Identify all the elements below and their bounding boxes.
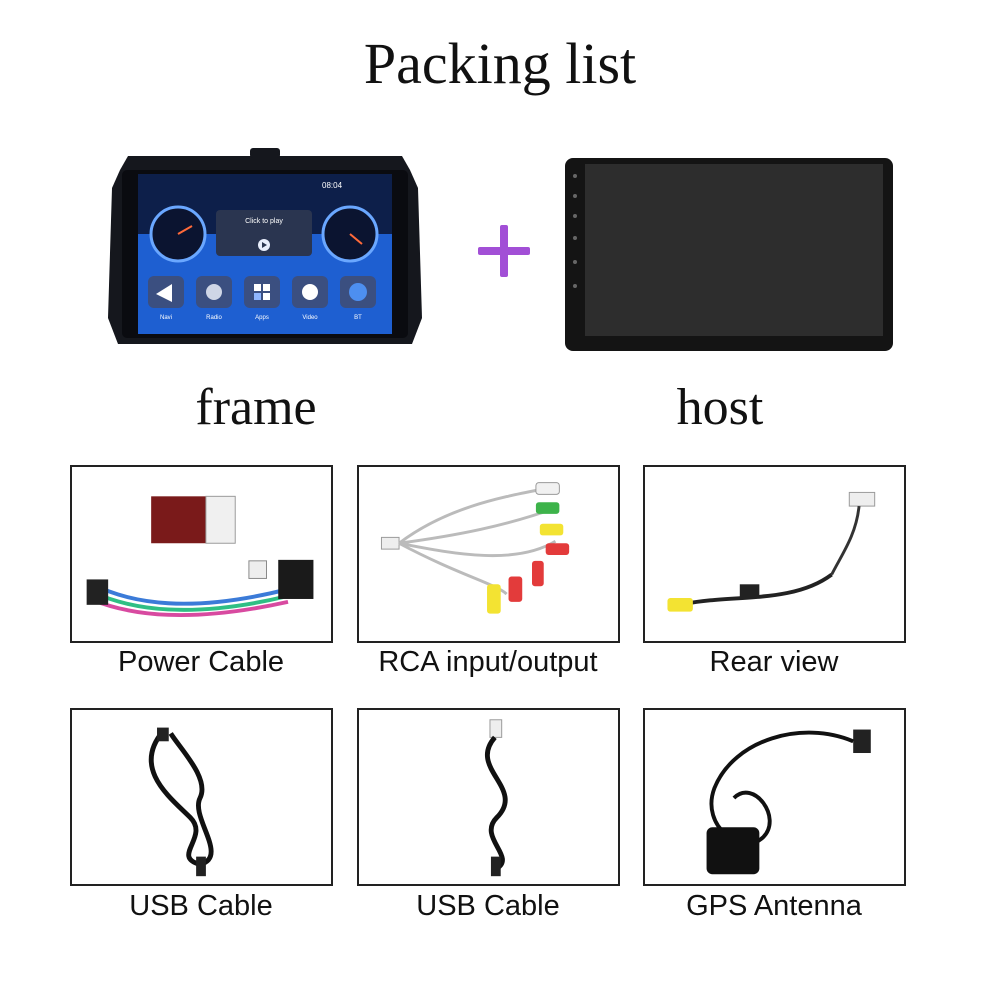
item-label-rear-view: Rear view — [709, 646, 839, 678]
app-label-1: Radio — [206, 315, 222, 321]
app-label-3: Video — [302, 315, 318, 321]
rca-cable-image — [357, 465, 620, 643]
now-playing-text: Click to play — [245, 218, 283, 225]
item-label-usb-cable-2: USB Cable — [416, 890, 560, 922]
usb-cable-image-1 — [70, 708, 333, 886]
page-title: Packing list — [363, 31, 637, 96]
gps-antenna-image — [643, 708, 906, 886]
item-label-power-cable: Power Cable — [117, 646, 285, 678]
item-label-usb-cable-1: USB Cable — [129, 890, 273, 922]
clock-text: 08:04 — [322, 181, 343, 190]
plus-icon — [478, 225, 530, 277]
frame-unit-image: Click to play 08:04 Navi Radio Apps Vide… — [100, 148, 430, 353]
rear-view-cable-image — [643, 465, 906, 643]
app-label-2: Apps — [255, 315, 269, 321]
app-label-4: BT — [354, 315, 362, 321]
power-cable-image — [70, 465, 333, 643]
usb-cable-image-2 — [357, 708, 620, 886]
item-label-gps-antenna: GPS Antenna — [686, 890, 862, 922]
host-unit-image — [565, 158, 893, 351]
frame-label: frame — [195, 379, 317, 436]
host-label: host — [676, 379, 764, 436]
item-label-rca: RCA input/output — [378, 646, 598, 678]
app-label-0: Navi — [160, 315, 172, 321]
